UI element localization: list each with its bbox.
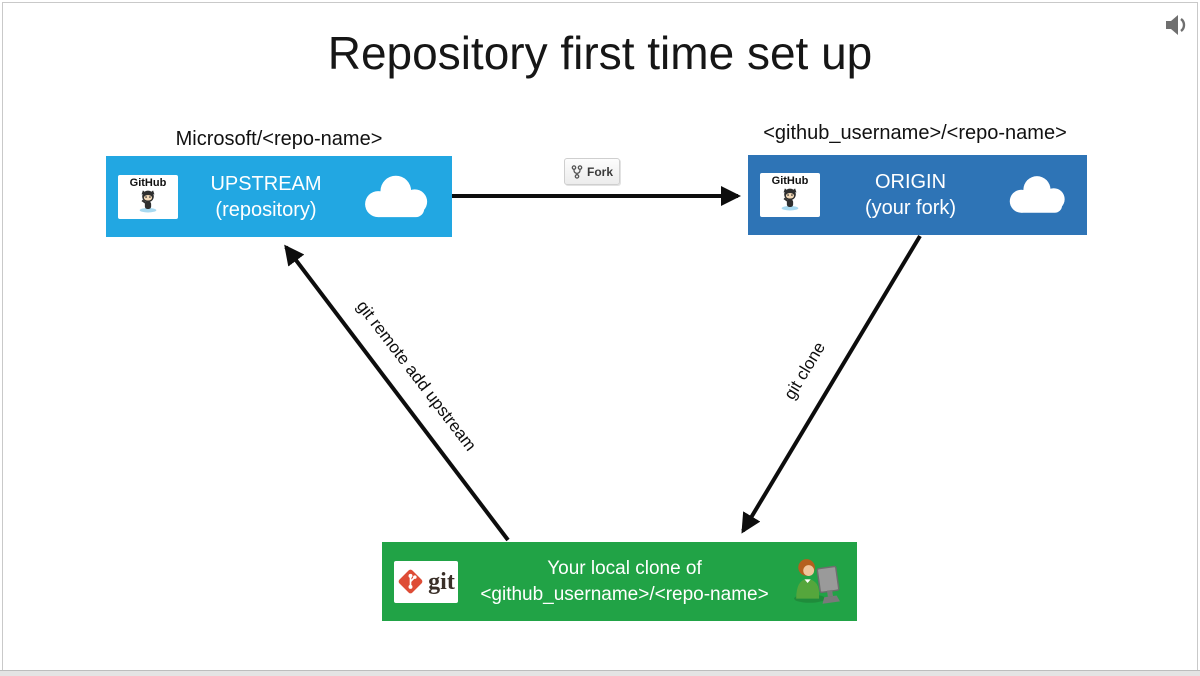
git-badge-label: git (428, 568, 455, 595)
local-clone-box: git Your local clone of <github_username… (382, 542, 857, 621)
arrow-git-remote-add-upstream (284, 244, 510, 542)
upstream-caption: Microsoft/<repo-name> (175, 128, 383, 150)
page-title: Repository first time set up (327, 27, 873, 79)
fork-icon (571, 164, 583, 179)
origin-box: GitHub ORIGIN (your fork) (748, 155, 1087, 235)
local-clone-line1: Your local clone of (547, 557, 702, 579)
origin-text: ORIGIN (your fork) (820, 169, 1001, 221)
local-clone-line2: <github_username>/<repo-name> (480, 583, 769, 605)
git-logo-icon (397, 568, 424, 595)
origin-title: ORIGIN (874, 171, 947, 193)
upstream-box: GitHub UPSTREAM (repository) (106, 156, 452, 237)
fork-button-label: Fork (586, 164, 613, 179)
person-at-computer-icon (791, 557, 845, 607)
upstream-text: UPSTREAM (repository) (178, 171, 354, 223)
octocat-icon (773, 187, 807, 211)
local-clone-text: Your local clone of <github_username>/<r… (458, 556, 791, 608)
octocat-icon (131, 189, 165, 213)
github-badge: GitHub (118, 174, 178, 219)
cloud-icon (354, 171, 440, 223)
cloud-icon (1001, 172, 1075, 218)
git-clone-label: git clone (780, 338, 830, 403)
git-remote-label: git remote add upstream (352, 296, 481, 455)
arrow-git-clone (741, 234, 922, 534)
origin-caption: <github_username>/<repo-name> (763, 122, 1067, 144)
git-badge: git (394, 560, 458, 603)
upstream-subtitle: (repository) (215, 198, 317, 221)
origin-subtitle: (your fork) (864, 197, 957, 219)
fork-button[interactable]: Fork (564, 158, 620, 185)
speaker-icon[interactable] (1162, 12, 1192, 38)
bottom-strip (0, 670, 1200, 676)
github-badge: GitHub (760, 173, 820, 217)
github-badge-label: GitHub (771, 175, 809, 187)
upstream-title: UPSTREAM (210, 172, 322, 195)
github-badge-label: GitHub (129, 176, 167, 189)
